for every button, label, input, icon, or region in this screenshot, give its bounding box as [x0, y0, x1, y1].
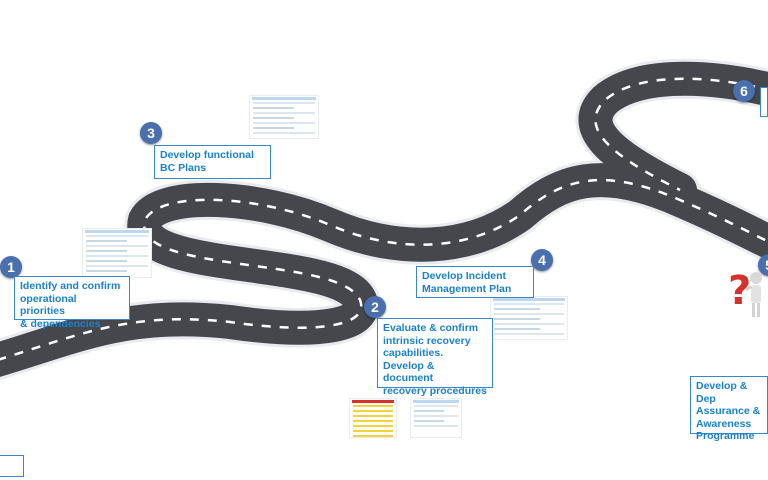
road-surface-upper — [578, 61, 768, 207]
step-badge-5: 5 — [758, 254, 768, 276]
document-thumbnail-2b — [410, 398, 462, 438]
step-label-partial — [0, 455, 24, 477]
step-label-1: Identify and confirm operational priorit… — [14, 276, 130, 330]
document-thumbnail-1 — [82, 228, 152, 278]
step-badge-6: 6 — [733, 80, 755, 102]
question-mark-figure-icon: ? — [728, 268, 762, 317]
step-badge-3: 3 — [140, 122, 162, 144]
step-label-3: Develop functional BC Plans — [154, 145, 271, 179]
step-label-5: Develop & Dep Assurance & Awareness Prog… — [690, 376, 768, 442]
step-badge-2: 2 — [364, 296, 386, 318]
document-thumbnail-3 — [249, 95, 319, 139]
step-badge-4: 4 — [531, 249, 553, 271]
svg-text:?: ? — [728, 268, 751, 314]
step-label-6 — [760, 87, 768, 117]
step-label-4: Develop Incident Management Plan — [416, 266, 534, 298]
step-badge-1: 1 — [0, 256, 22, 278]
step-label-2: Evaluate & confirm intrinsic recovery ca… — [377, 318, 493, 397]
document-thumbnail-2a — [349, 398, 397, 438]
lane-marking — [0, 178, 768, 361]
document-thumbnail-4 — [490, 296, 568, 340]
